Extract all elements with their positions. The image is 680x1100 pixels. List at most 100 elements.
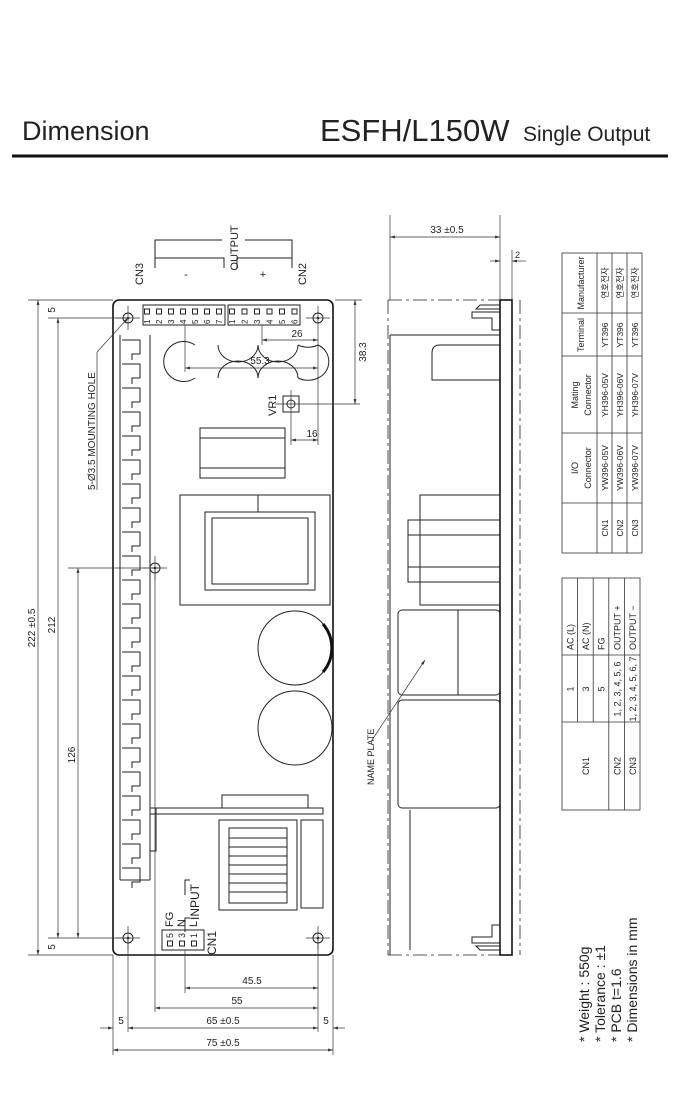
input-label: INPUT xyxy=(188,883,202,920)
dim-5-left: 5 xyxy=(118,1016,124,1027)
cn2-connector xyxy=(227,304,301,326)
cn1-label: CN1 xyxy=(205,931,219,955)
pin-number: 6 xyxy=(203,319,212,324)
output-minus: - xyxy=(184,269,188,281)
dim-55-3: 55.3 xyxy=(250,356,270,367)
pin-number: 2 xyxy=(155,319,164,324)
side-pcb xyxy=(499,299,513,956)
mounting-holes xyxy=(116,306,330,950)
notes: * Weight : 550g * Tolerance : ±1 * PCB t… xyxy=(576,918,640,1042)
output-plus: + xyxy=(260,269,266,281)
dim-16: 16 xyxy=(306,429,318,440)
connector-table-cell: 연호전자 xyxy=(600,267,610,298)
model-title: ESFH/L150W xyxy=(320,113,510,148)
pin-table-pins: 5 xyxy=(597,686,607,691)
pin-table-connector: CN3 xyxy=(628,757,638,775)
note-pcb: * PCB t=1.6 xyxy=(608,968,624,1042)
pin-table-connector: CN2 xyxy=(612,757,622,775)
pin-table: CN1 1 AC (L) 3 AC (N) 5 FG CN2 1, 2, 3, 4, 5, 6… xyxy=(561,577,641,811)
pin-number: 3 xyxy=(167,319,176,324)
dim-126: 126 xyxy=(67,746,78,763)
pin-table-pins: 1, 2, 3, 4, 5, 6, 7 xyxy=(628,656,638,721)
connector-table-cell: YH396-07V xyxy=(630,373,640,417)
th-manufacturer: Manufacturer xyxy=(576,256,586,309)
pin-number: 4 xyxy=(266,319,275,324)
connector-table-cell: CN3 xyxy=(630,519,640,536)
connector-table: I/O Connector Mating Connector Terminal … xyxy=(561,252,643,554)
pin-table-pins: 1 xyxy=(566,686,576,691)
name-plate-label: NAME PLATE xyxy=(366,729,376,785)
cn1-pin-number: 3 xyxy=(177,933,187,938)
pin-number: 3 xyxy=(253,319,262,324)
pin-table-function: AC (N) xyxy=(581,623,591,651)
pin-number: 5 xyxy=(278,319,287,324)
pin-cn1: CN1 xyxy=(581,757,591,775)
cn3-label: CN3 xyxy=(134,263,146,285)
th-io-2: Connector xyxy=(583,447,593,489)
vr1-label: VR1 xyxy=(267,395,279,416)
side-view: 33 ±0.5 2 NAME PLATE xyxy=(366,215,526,956)
cn2-label: CN2 xyxy=(297,263,309,285)
connector-table-cell: CN1 xyxy=(600,519,610,536)
input-choke xyxy=(218,819,298,911)
connector-table-cell: YH396-06V xyxy=(615,373,625,417)
connector-table-cell: 연호전자 xyxy=(630,267,640,298)
note-tolerance: * Tolerance : ±1 xyxy=(592,945,608,1042)
pin-number: 7 xyxy=(215,319,224,324)
th-terminal: Terminal xyxy=(576,318,586,352)
connector-table-cell: YW396-05V xyxy=(600,445,610,491)
cn1-pin-function: N xyxy=(176,919,188,927)
pin-table-pins: 3 xyxy=(581,686,591,691)
connector-table-cell: 연호전자 xyxy=(615,267,625,298)
section-title: Dimension xyxy=(22,116,150,146)
bulk-capacitor xyxy=(257,690,333,766)
connector-table-cell: CN2 xyxy=(615,519,625,536)
pin-number: 1 xyxy=(143,319,152,324)
pin-number: 4 xyxy=(179,319,188,324)
cn3-connector xyxy=(142,304,226,326)
pin-number: 5 xyxy=(191,319,200,324)
pcb-outline xyxy=(112,299,334,956)
dim-38-3: 38.3 xyxy=(358,342,369,362)
main-transformer xyxy=(179,494,331,606)
dim-75: 75 ±0.5 xyxy=(206,1038,240,1049)
pin-table-function: AC (L) xyxy=(566,624,576,650)
pin-number: 6 xyxy=(291,319,300,324)
connector-table-cell: YH396-05V xyxy=(600,373,610,417)
cn1-pin-number: 5 xyxy=(165,933,175,938)
connector-table-cell: YT396 xyxy=(600,322,610,347)
dim-2: 2 xyxy=(515,250,520,260)
cn1-connector xyxy=(161,929,205,951)
connector-table-cell: YW396-07V xyxy=(630,445,640,491)
th-io-1: I/O xyxy=(570,462,580,474)
connector-table-cell: YT396 xyxy=(630,322,640,347)
output-label: OUTPUT xyxy=(229,225,241,271)
connector-table-cell: YT396 xyxy=(615,322,625,347)
dim-26: 26 xyxy=(291,329,303,340)
dim-212: 212 xyxy=(47,616,58,633)
mounting-hole xyxy=(306,306,330,330)
pin-table-function: FG xyxy=(597,638,607,651)
mounting-hole-label: 5-Ø3.5 MOUNTING HOLE xyxy=(87,372,98,490)
pin-table-function: OUTPUT − xyxy=(628,605,638,650)
pin-table-function: OUTPUT + xyxy=(612,605,622,650)
bulk-capacitor xyxy=(257,610,333,686)
dim-55: 55 xyxy=(231,996,243,1007)
cn1-pin-function: FG xyxy=(164,912,176,927)
th-mating-1: Mating xyxy=(570,381,580,408)
note-units: * Dimensions in mm xyxy=(624,918,640,1042)
cn1-pin-number: 1 xyxy=(189,933,199,938)
pin-number: 1 xyxy=(228,319,237,324)
heatsink-fins xyxy=(119,335,150,888)
pin-number: 2 xyxy=(241,319,250,324)
dim-5-top: 5 xyxy=(47,307,58,313)
note-weight: * Weight : 550g xyxy=(576,947,592,1042)
connector-table-cell: YW396-06V xyxy=(615,445,625,491)
dim-5-bottom: 5 xyxy=(47,944,58,950)
dim-33: 33 ±0.5 xyxy=(430,225,464,236)
dim-5-right: 5 xyxy=(323,1016,329,1027)
th-mating-2: Connector xyxy=(583,374,593,416)
dim-45-5: 45.5 xyxy=(242,976,262,987)
